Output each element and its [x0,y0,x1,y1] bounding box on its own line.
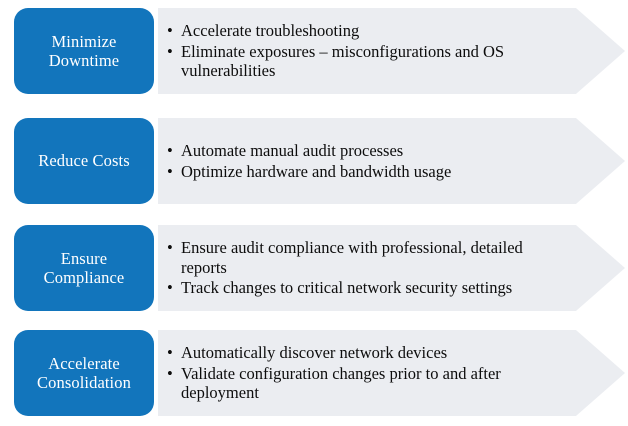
list-item-text: Automate manual audit processes [181,140,404,160]
row-label-line-2: Downtime [48,51,120,70]
row-label-line-2: Compliance [43,268,125,287]
row-label-chip[interactable]: Accelerate Consolidation [14,330,154,416]
row-label-line-1: Minimize [51,31,117,51]
bullet-icon: • [167,238,173,258]
bullet-icon: • [167,343,173,363]
row-label-chip[interactable]: Reduce Costs [14,118,154,204]
row-label-line-1: Ensure [60,248,108,268]
list-item-text: Track changes to critical network securi… [181,278,513,298]
arrow-shape [158,330,625,416]
bullet-icon: • [167,161,173,181]
list-item: • Eliminate exposures – misconfiguration… [166,42,565,81]
row-label-chip[interactable]: Ensure Compliance [14,225,154,311]
list-item-text: Eliminate exposures – misconfigurations … [181,41,505,81]
row-label-text: Accelerate Consolidation [37,354,131,393]
row-label-text: Reduce Costs [38,151,129,170]
bullet-list: • Automatically discover network devices… [160,330,565,416]
list-item: • Accelerate troubleshooting [166,21,565,41]
row-label-line-1: Accelerate [48,353,120,373]
list-item-text: Validate configuration changes prior to … [181,363,501,403]
row-label-line-1: Reduce Costs [38,151,130,171]
arrow-shape [158,225,625,311]
list-item: • Optimize hardware and bandwidth usage [166,162,565,182]
bullet-icon: • [167,21,173,41]
row-label-line-2: Consolidation [37,373,131,392]
bullet-list: • Ensure audit compliance with professio… [160,225,565,311]
bullet-icon: • [167,41,173,61]
bullet-icon: • [167,363,173,383]
list-item: • Ensure audit compliance with professio… [166,238,565,277]
list-item: • Automate manual audit processes [166,141,565,161]
row-label-chip[interactable]: Minimize Downtime [14,8,154,94]
list-item-text: Automatically discover network devices [181,343,448,363]
arrow-shape [158,8,625,94]
diagram-row: Ensure Compliance • Ensure audit complia… [0,225,628,311]
diagram-row: Reduce Costs • Automate manual audit pro… [0,118,628,204]
list-item-text: Optimize hardware and bandwidth usage [181,161,452,181]
list-item: • Validate configuration changes prior t… [166,364,565,403]
list-item: • Track changes to critical network secu… [166,278,565,298]
list-item-text: Accelerate troubleshooting [181,21,360,41]
bullet-list: • Accelerate troubleshooting • Eliminate… [160,8,565,94]
diagram-row: Minimize Downtime • Accelerate troublesh… [0,8,628,94]
bullet-icon: • [167,278,173,298]
arrow-shape [158,118,625,204]
bullet-list: • Automate manual audit processes • Opti… [160,118,565,204]
diagram-row: Accelerate Consolidation • Automatically… [0,330,628,416]
list-item: • Automatically discover network devices [166,343,565,363]
row-label-text: Minimize Downtime [49,32,119,71]
row-label-text: Ensure Compliance [44,249,125,288]
bullet-icon: • [167,140,173,160]
list-item-text: Ensure audit compliance with professiona… [181,238,523,277]
